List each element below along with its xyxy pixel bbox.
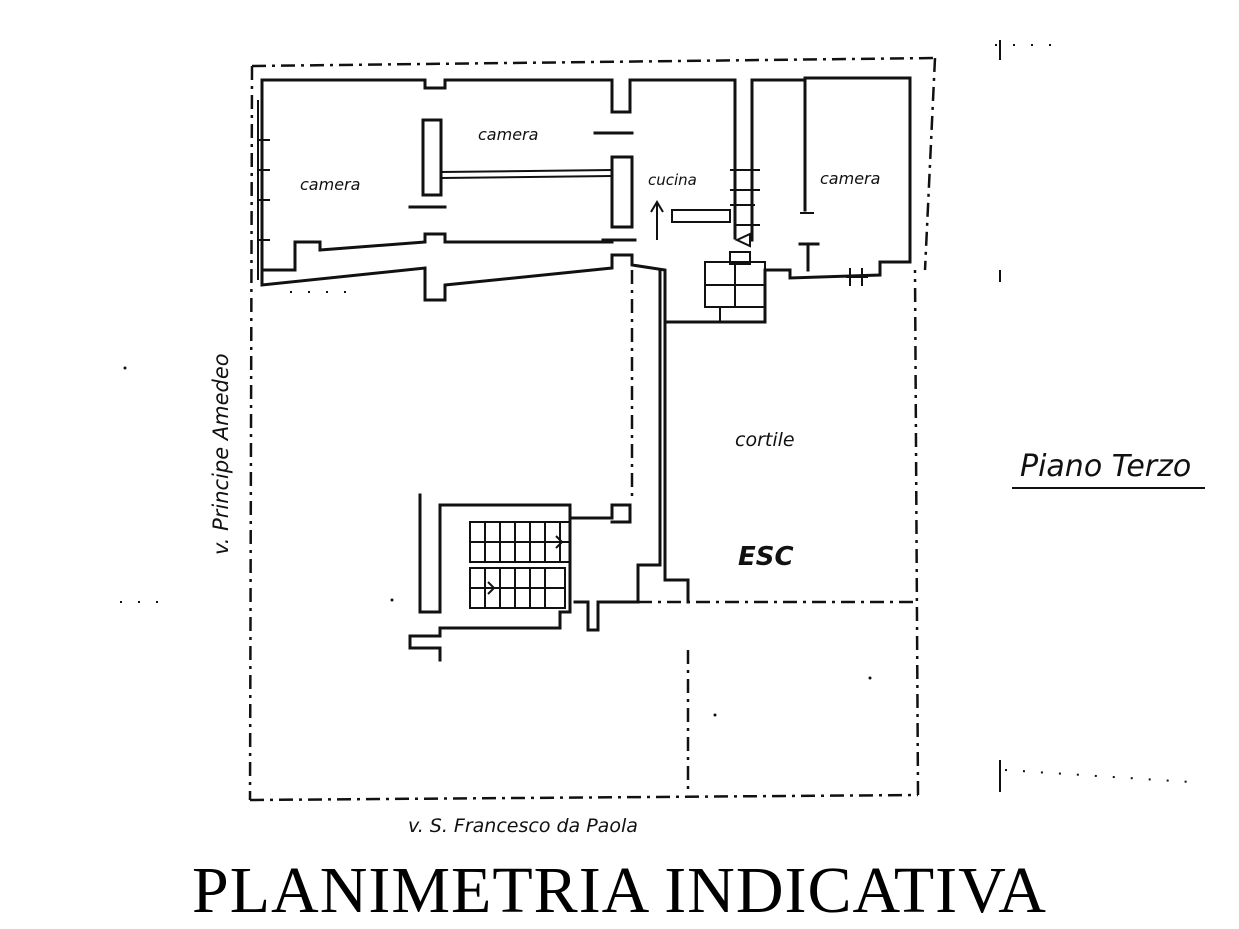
apartment-walls <box>257 76 912 324</box>
street-label-bottom: v. S. Francesco da Paola <box>408 815 638 837</box>
room-label-camera-3: camera <box>820 169 880 188</box>
room-label-esc: ESC <box>738 542 794 572</box>
street-label-left: v. Principe Amedeo <box>209 353 233 555</box>
interior-partitions <box>408 78 820 272</box>
service-block <box>704 251 868 322</box>
floor-label: Piano Terzo <box>1020 449 1191 484</box>
room-label-cucina: cucina <box>648 171 697 189</box>
room-label-cortile: cortile <box>735 429 795 451</box>
property-boundary <box>248 56 937 802</box>
room-label-camera-2: camera <box>478 125 538 144</box>
page-caption: PLANIMETRIA INDICATIVA <box>192 854 1047 927</box>
stair-core <box>408 268 690 662</box>
margin-marks <box>120 40 1191 792</box>
room-label-camera-1: camera <box>300 175 360 194</box>
